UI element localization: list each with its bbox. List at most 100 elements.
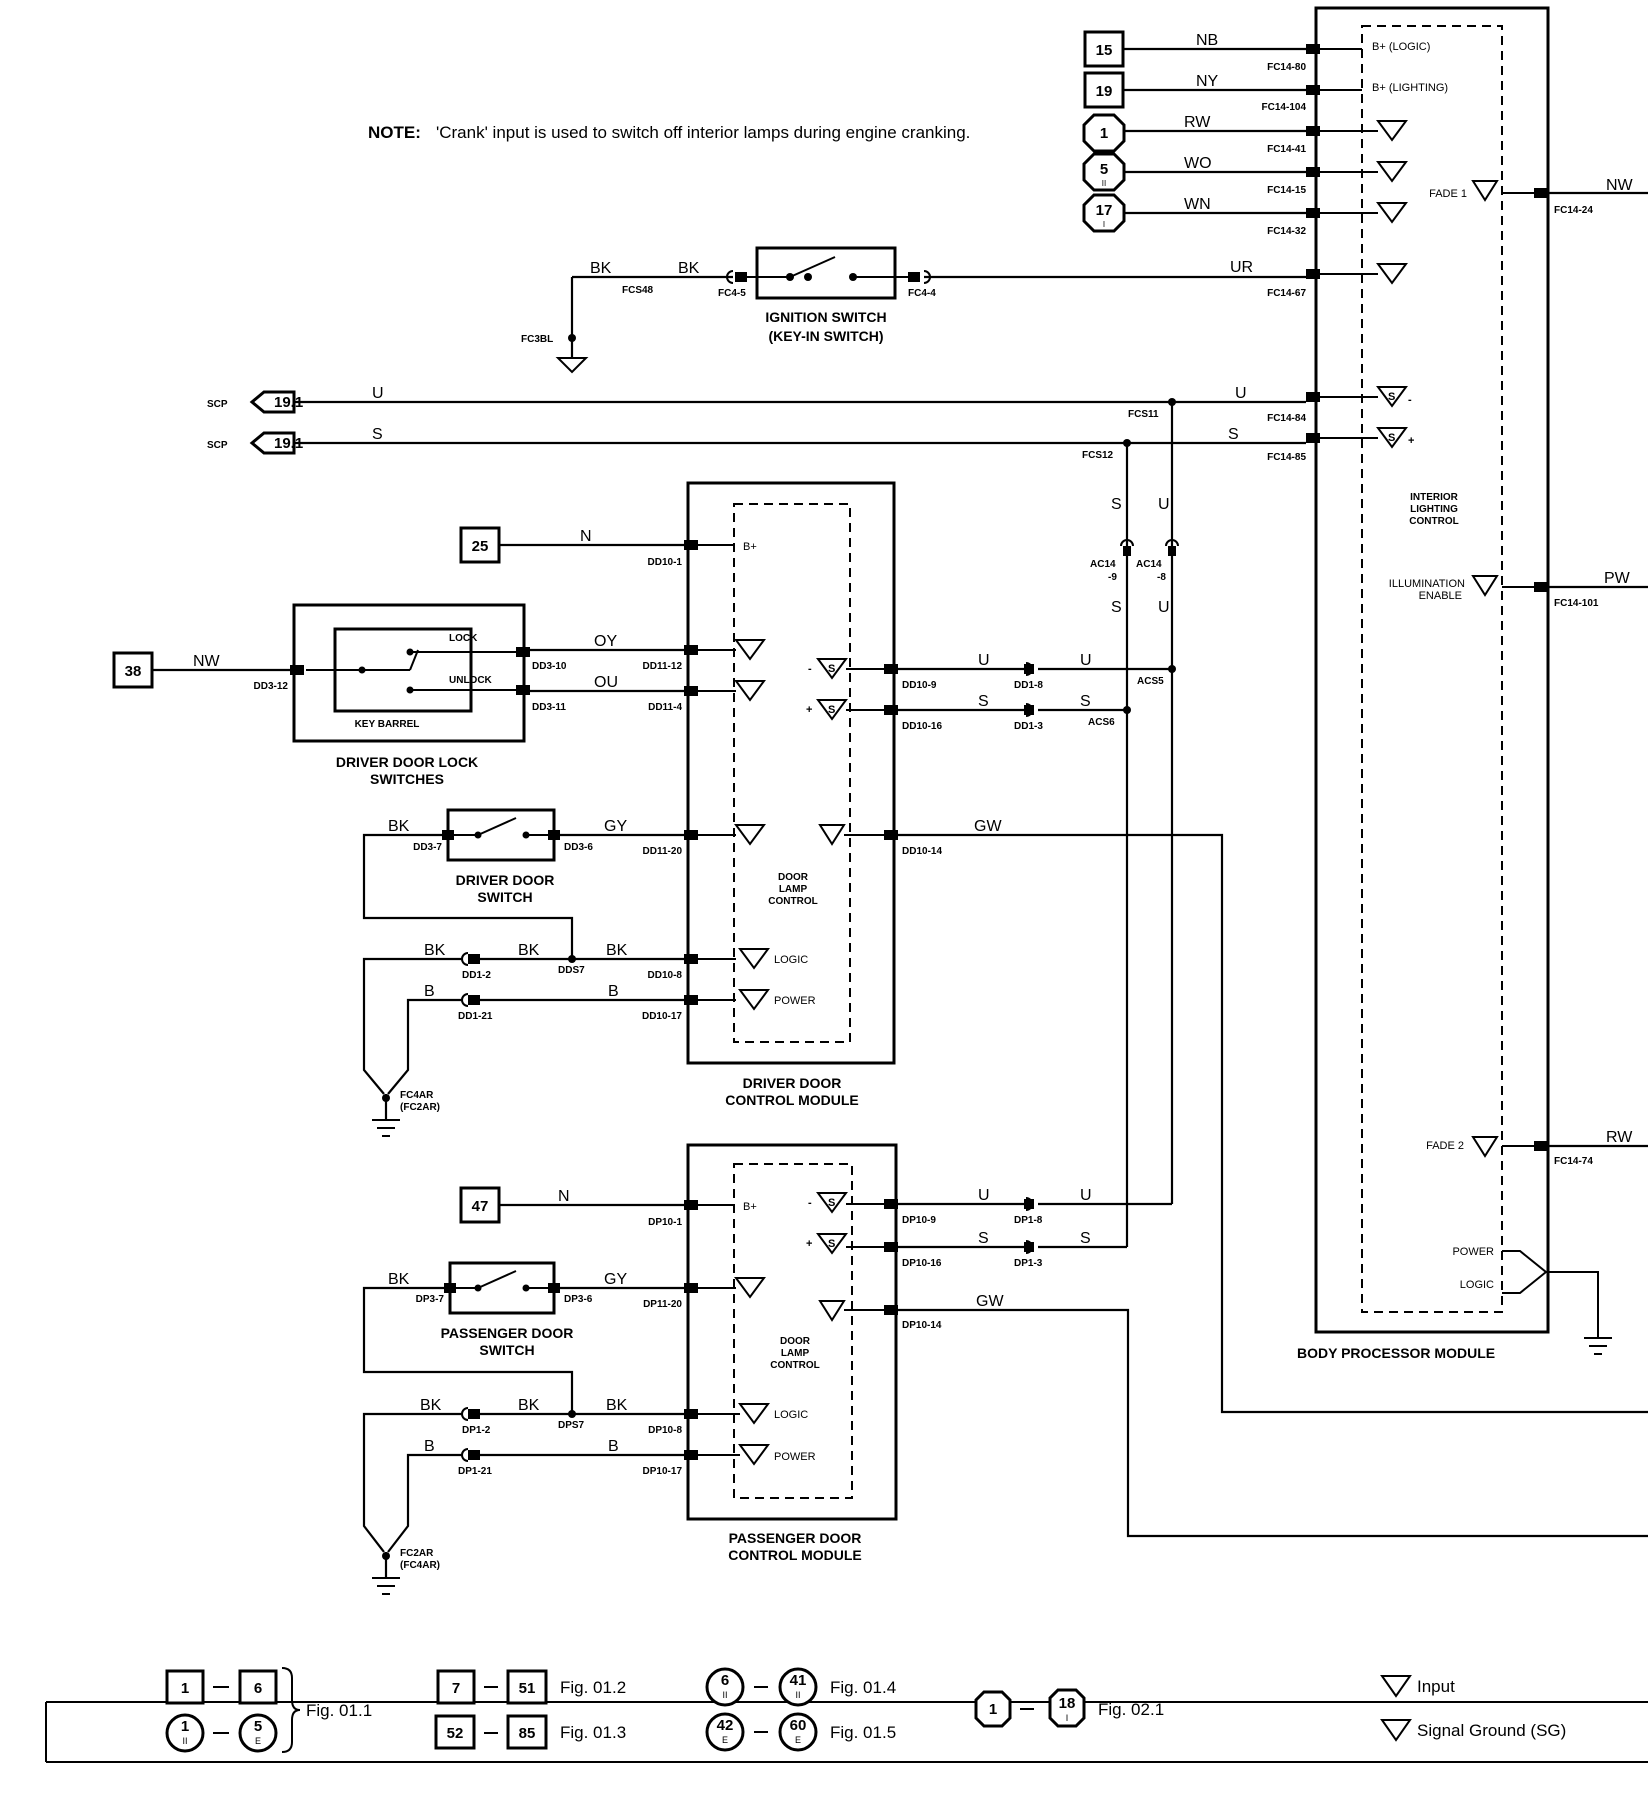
pin-ac14-b-8: -8 [1157, 572, 1166, 583]
ilc-label-1: INTERIOR [1410, 492, 1459, 503]
wire-nw-38-label: NW [193, 653, 221, 670]
pdcm-input-icon-3 [738, 1444, 770, 1466]
legend-oct-3 [705, 1667, 745, 1707]
bpm-scp-icon-2 [1376, 427, 1408, 449]
legend-oct-5 [705, 1712, 745, 1752]
bpm-ground-wire [1546, 1271, 1599, 1338]
pds-title-2: SWITCH [479, 1342, 534, 1358]
legend-box-4 [506, 1669, 548, 1705]
splice-acs5 [1168, 665, 1176, 673]
wire-dd-bk-label-4: BK [424, 942, 446, 959]
legend-item-6: 51 [519, 1680, 536, 1697]
fc3bl-point [568, 334, 576, 342]
note-text: 'Crank' input is used to switch off inte… [436, 123, 970, 142]
ddcm-input-icon-3 [734, 824, 766, 846]
bpm-inner-dashed [1361, 25, 1503, 1313]
ddls-pin-lock [516, 647, 530, 657]
pdcm-scp-plus: + [806, 1238, 812, 1250]
ddcm-pin-3 [684, 686, 698, 696]
wire-dd-b-label-1: B [608, 983, 619, 1000]
legend-sub-4: II [795, 1690, 800, 1700]
legend-sg-label: Signal Ground (SG) [1417, 1721, 1566, 1740]
legend-fig-6: Fig. 02.1 [1098, 1700, 1164, 1719]
ref-38: 38 [125, 663, 142, 680]
scp-label-1: SCP [207, 399, 228, 410]
legend-item-10: 41 [790, 1672, 807, 1689]
lock-label: LOCK [449, 633, 478, 644]
bpm-input-icon-2 [1376, 161, 1408, 183]
pin-fc14-80: FC14-80 [1267, 62, 1306, 73]
bpm-pin-1 [1306, 44, 1320, 54]
bpm-title: BODY PROCESSOR MODULE [1297, 1345, 1495, 1361]
wire-dd-u-label-1: U [978, 652, 990, 669]
wire-dd-gw [898, 833, 1648, 1414]
wire-dp-u-label-2: U [1080, 1187, 1092, 1204]
dd1-8-pin [1024, 664, 1034, 674]
pdcm-dlc-3: CONTROL [770, 1360, 819, 1371]
bpm-illum-2: ENABLE [1419, 590, 1462, 602]
legend-item-1: 1 [181, 1680, 189, 1697]
driver-door-control-module: DRIVER DOOR CONTROL MODULE DOOR LAMP CON… [459, 481, 1648, 1414]
ac14-s-label-2: S [1111, 599, 1122, 616]
pin-dd11-12: DD11-12 [643, 661, 683, 672]
legend-item-9: 6 [721, 1672, 729, 1689]
bpm-outputs: NW FC14-24 PW FC14-101 RW FC14-74 [1471, 177, 1648, 1167]
pdcm-pin-4 [684, 1450, 698, 1460]
pin-dp1-21: DP1-21 [458, 1466, 492, 1477]
bpm-scp-plus: + [1408, 435, 1414, 447]
ref-oct-17 [1082, 193, 1126, 233]
pin-dp3-6: DP3-6 [564, 1294, 593, 1305]
wire-bk-ign-label-1: BK [590, 260, 612, 277]
bpm-pin-8 [1306, 433, 1320, 443]
wire-dd-ground-b [387, 998, 462, 1095]
wire-dd-s-label-2: S [1080, 693, 1091, 710]
ignition-switch-box [755, 246, 897, 300]
pin-fc4ar-paren: (FC4AR) [400, 1560, 440, 1571]
legend-oct-2 [238, 1713, 278, 1753]
wire-dd-bk-loop [362, 833, 574, 959]
wire-scp-s-label-2: S [1228, 426, 1239, 443]
ddcm-scp-minus: - [808, 663, 812, 675]
ref-19: 19 [1096, 83, 1113, 100]
splice-fcs12 [1123, 439, 1131, 447]
wire-n-dd-label: N [580, 528, 592, 545]
pin-acs6: ACS6 [1088, 717, 1115, 728]
wire-nw-out-label: NW [1606, 177, 1634, 194]
legend-brace [281, 1667, 301, 1753]
legend: 1 6 1 II 5 E Fig. 01.1 7 51 Fig. 01.2 52… [45, 1667, 1648, 1763]
ddcm-input-icon-1 [734, 639, 766, 661]
dp1-8-pin [1024, 1199, 1034, 1209]
pin-dps7: DPS7 [558, 1420, 585, 1431]
pdcm-title-2: CONTROL MODULE [728, 1547, 862, 1563]
legend-item-4: 5 [254, 1718, 262, 1735]
ign-title-2: (KEY-IN SWITCH) [768, 328, 883, 344]
bpm-scp-s1: S [1388, 391, 1395, 403]
pin-fcs11: FCS11 [1128, 409, 1159, 420]
fc3bl-ground-icon [555, 357, 589, 374]
pin-dd1-8: DD1-8 [1014, 680, 1043, 691]
pin-dds7: DDS7 [558, 965, 585, 976]
ddcm-scp-icon-1 [816, 658, 848, 680]
dd1-3-pin [1024, 705, 1034, 715]
legend-item-2: 6 [254, 1680, 262, 1697]
wire-scp-s-label: S [372, 426, 383, 443]
ac14-u-label-1: U [1158, 496, 1170, 513]
bpm-input-icon-3 [1376, 202, 1408, 224]
wire-dp-ground-b [387, 1453, 462, 1553]
wire-oy-label: OY [594, 633, 617, 650]
legend-item-3: 1 [181, 1718, 189, 1735]
bpm-fade1: FADE 1 [1429, 188, 1467, 200]
legend-input-icon [1380, 1675, 1412, 1698]
pin-fc14-84: FC14-84 [1267, 413, 1306, 424]
pdcm-outline [686, 1143, 898, 1521]
pin-dp10-1: DP10-1 [648, 1217, 682, 1228]
wire-dp-b-label-1: B [608, 1438, 619, 1455]
bpm-out-icon-fade1 [1471, 180, 1499, 202]
legend-sub-2: E [255, 1736, 261, 1746]
legend-input-label: Input [1417, 1677, 1455, 1696]
dd1-2-conn [461, 952, 469, 966]
legend-box-6 [506, 1714, 548, 1750]
ref-5-sub: II [1102, 179, 1106, 188]
dds-title-2: SWITCH [477, 889, 532, 905]
bpm-out-pin-3 [1534, 1141, 1548, 1151]
